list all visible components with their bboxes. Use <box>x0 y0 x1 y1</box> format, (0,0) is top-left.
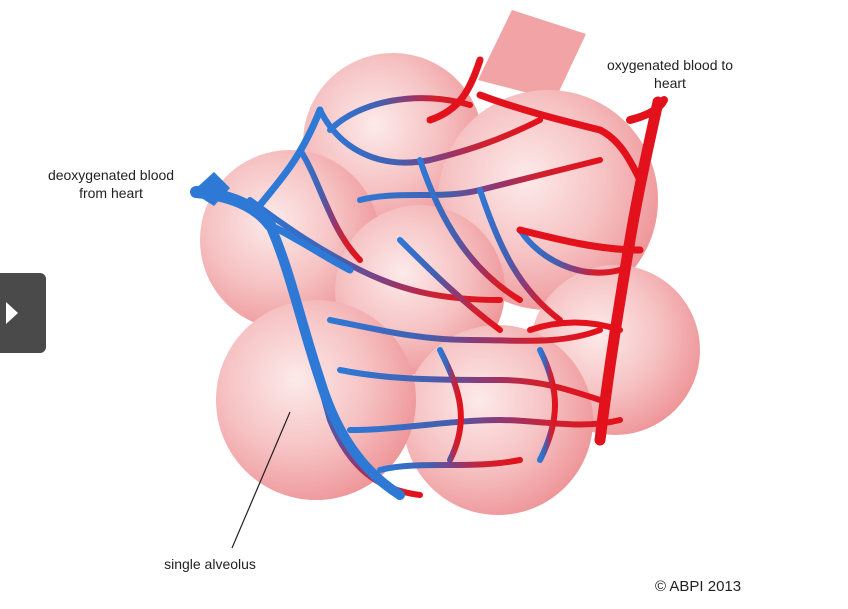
oxygenated-blood-label: oxygenated blood to heart <box>606 57 734 91</box>
alveolus <box>216 300 416 500</box>
arterial-vessel <box>426 56 668 446</box>
play-button[interactable] <box>0 273 46 353</box>
deoxygenated-arrow <box>192 172 230 206</box>
alveolus <box>200 150 380 330</box>
deoxygenated-blood-label: deoxygenated blood from heart <box>47 167 175 201</box>
bronchiole-tube <box>478 10 586 100</box>
alveolus-pointer-line <box>231 411 291 549</box>
play-icon <box>6 302 18 324</box>
single-alveolus-label: single alveolus <box>164 556 256 572</box>
copyright-label: © ABPI 2013 <box>655 578 742 595</box>
capillary-network <box>247 95 623 498</box>
